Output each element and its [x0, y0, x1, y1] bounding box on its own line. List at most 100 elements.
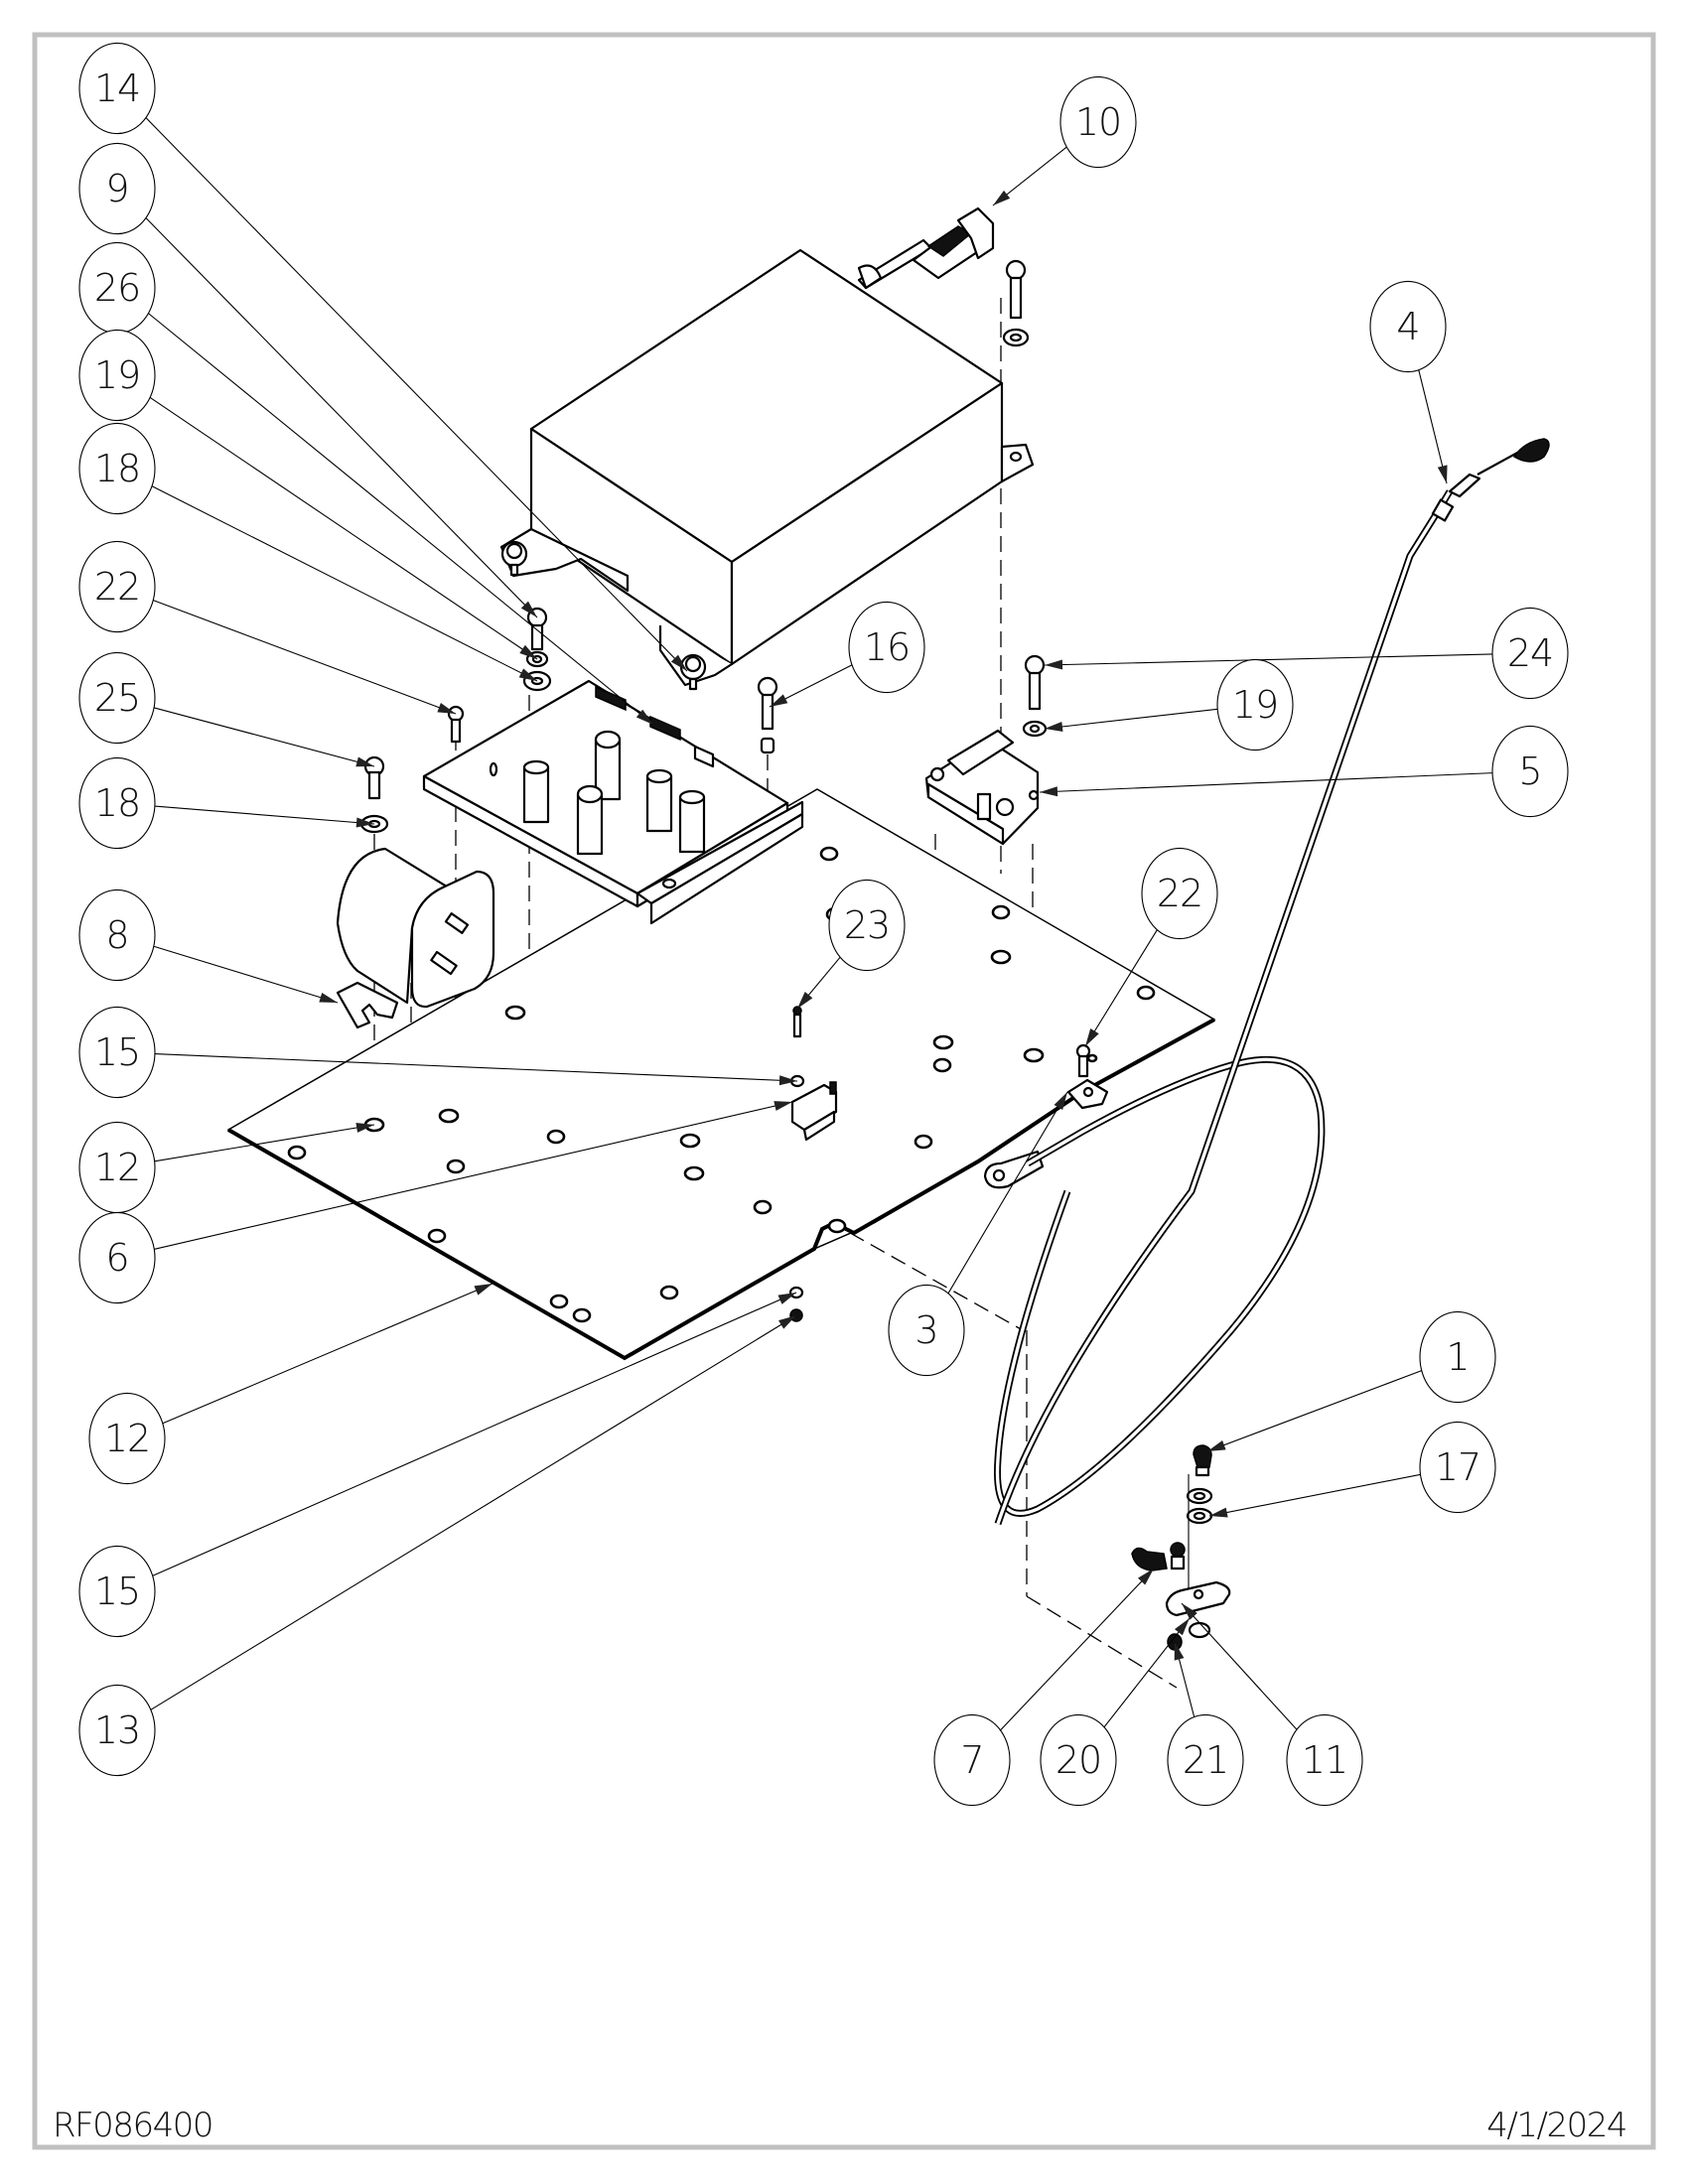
balloon-label: 17 [1435, 1445, 1480, 1489]
leader-line-19 [148, 395, 538, 660]
leader-arrowhead [1040, 786, 1058, 797]
drawing-date: 4/1/2024 [1486, 2106, 1626, 2145]
leader-line-18 [150, 484, 538, 682]
callout-balloon-22: 22 [78, 540, 156, 633]
leader-arrowhead [1174, 1618, 1190, 1636]
pcb-board [422, 679, 804, 925]
leader-arrowhead [1437, 465, 1448, 483]
leader-line-4 [1416, 362, 1448, 484]
balloon-circle [78, 142, 156, 235]
callout-balloon-9: 9 [78, 142, 156, 235]
leader-line-15 [154, 1053, 798, 1082]
balloon-label: 22 [94, 565, 140, 609]
callout-balloon-22: 22 [1141, 847, 1218, 940]
callout-balloon-14: 14 [78, 42, 156, 135]
leader-arrowhead [797, 991, 813, 1009]
enclosure-box [499, 248, 1035, 691]
leader-line-19 [1044, 708, 1218, 730]
balloon-circle [78, 1684, 156, 1777]
balloon-label: 5 [1518, 750, 1541, 793]
balloon-label: 8 [105, 913, 128, 957]
leader-line-7 [997, 1568, 1155, 1733]
leader-arrowhead [1054, 1092, 1067, 1111]
callout-balloon-13: 13 [78, 1684, 156, 1777]
balloon-circle [78, 329, 156, 422]
callout-balloon-10: 10 [1059, 75, 1137, 169]
latch-hardware [1131, 1444, 1231, 1651]
leader-arrowhead [777, 1293, 796, 1304]
balloon-label: 25 [94, 676, 140, 720]
leader-arrowhead [1085, 1028, 1099, 1046]
sheet-border [32, 32, 1656, 2150]
leader-line-22 [1084, 925, 1161, 1047]
callout-balloon-15: 15 [78, 1006, 156, 1099]
connector-plug [857, 206, 995, 290]
balloon-label: 18 [94, 447, 140, 490]
balloon-label: 19 [1232, 683, 1278, 727]
balloon-circle [1369, 280, 1447, 373]
leader-line-8 [153, 945, 339, 1004]
balloon-circle [78, 422, 156, 515]
callout-balloon-12: 12 [88, 1392, 166, 1485]
balloon-label: 26 [94, 266, 140, 310]
leader-line-15 [151, 1292, 797, 1577]
callout-balloon-20: 20 [1040, 1713, 1117, 1807]
balloon-label: 3 [914, 1308, 937, 1352]
balloon-circle [88, 1392, 166, 1485]
balloon-label: 23 [844, 903, 890, 947]
leader-arrowhead [774, 1101, 792, 1111]
callout-balloon-18: 18 [78, 756, 156, 850]
callout-balloon-16: 16 [848, 601, 925, 694]
balloon-circle [848, 601, 925, 694]
balloon-circle [1286, 1713, 1363, 1807]
callout-balloon-25: 25 [78, 651, 156, 745]
balloon-circle [888, 1284, 965, 1377]
balloon-circle [78, 651, 156, 745]
balloon-circle [1491, 725, 1569, 818]
balloon-circle [1216, 658, 1294, 751]
balloon-label: 13 [94, 1708, 140, 1752]
callout-balloon-8: 8 [78, 888, 156, 982]
balloon-circle [1141, 847, 1218, 940]
leader-arrowhead [778, 1315, 796, 1329]
balloon-label: 16 [864, 625, 910, 669]
leader-arrowhead [1174, 1642, 1185, 1661]
balloon-circle [78, 888, 156, 982]
line-filter [336, 847, 495, 1029]
leader-arrowhead [437, 702, 456, 714]
balloon-circle [78, 1545, 156, 1638]
balloon-label: 7 [960, 1738, 983, 1782]
leader-line-24 [1044, 653, 1493, 666]
balloon-label: 10 [1075, 100, 1121, 144]
leader-line-1 [1206, 1369, 1423, 1452]
plate-holes [287, 846, 1156, 1323]
leader-arrowhead [474, 1284, 492, 1296]
callout-balloon-6: 6 [78, 1211, 156, 1304]
leader-arrowhead [635, 709, 653, 725]
balloon-circle [933, 1713, 1011, 1807]
balloon-label: 22 [1157, 872, 1202, 915]
balloon-circle [1059, 75, 1137, 169]
leader-line-5 [1039, 772, 1493, 793]
leader-line-22 [152, 599, 457, 715]
leader-arrowhead [355, 1123, 374, 1133]
balloon-circle [78, 540, 156, 633]
balloon-circle [78, 1006, 156, 1099]
balloon-label: 24 [1507, 631, 1553, 675]
leader-line-17 [1208, 1473, 1421, 1517]
leader-line-12 [161, 1283, 493, 1425]
leader-arrowhead [778, 1075, 797, 1086]
leader-arrowhead [993, 190, 1011, 205]
leader-arrowhead [355, 756, 374, 767]
leader-line-9 [143, 214, 538, 618]
leader-line-14 [143, 114, 688, 672]
leader-arrowhead [770, 694, 788, 707]
balloon-label: 6 [105, 1236, 128, 1280]
callout-balloon-18: 18 [78, 422, 156, 515]
callout-balloon-19: 19 [1216, 658, 1294, 751]
leader-line-20 [1100, 1617, 1191, 1731]
leader-arrowhead [519, 644, 537, 659]
balloon-label: 20 [1055, 1738, 1101, 1782]
leader-line-3 [944, 1091, 1068, 1298]
